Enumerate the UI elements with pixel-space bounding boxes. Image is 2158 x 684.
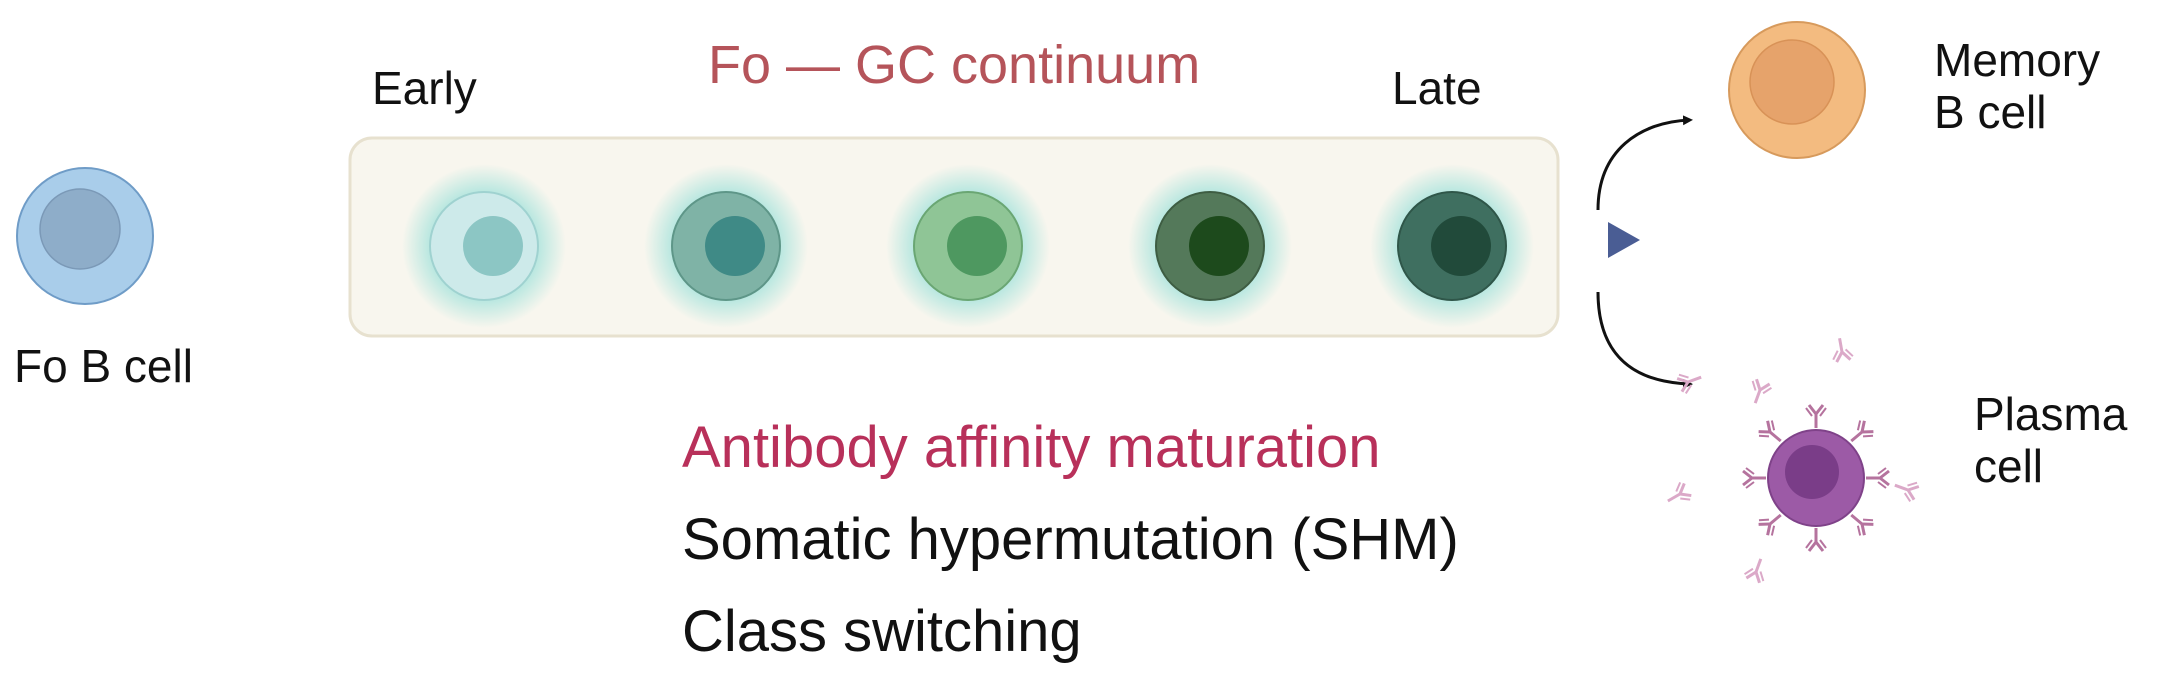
label-late: Late (1392, 62, 1482, 114)
process-class-switching: Class switching (682, 599, 1082, 664)
branch-arrow-memory-icon (1596, 115, 1693, 211)
plasma-cell-icon (1661, 334, 1922, 586)
label-plasma-line1: Plasma (1974, 388, 2128, 440)
branch-arrow-plasma-icon (1596, 291, 1693, 389)
process-affinity-maturation: Antibody affinity maturation (682, 415, 1381, 480)
gc-cell-4-icon (1128, 164, 1292, 328)
continuum-arrow (160, 222, 1640, 258)
fo-b-cell-icon (16, 167, 154, 305)
gc-cell-5-icon (1370, 164, 1534, 328)
gc-cell-3-icon (886, 164, 1050, 328)
label-plasma-line2: cell (1974, 440, 2044, 492)
label-memory-line2: B cell (1934, 86, 2047, 138)
label-memory-b-cell: Memory B cell (1934, 34, 2100, 138)
memory-b-cell-icon (1728, 21, 1866, 159)
gc-cell-1-icon (402, 164, 566, 328)
label-memory-line1: Memory (1934, 34, 2101, 86)
gc-cell-2-icon (644, 164, 808, 328)
diagram-title: Fo — GC continuum (708, 35, 1201, 95)
label-plasma-cell: Plasma cell (1974, 388, 2127, 492)
process-shm: Somatic hypermutation (SHM) (682, 507, 1459, 572)
label-fo-b-cell: Fo B cell (14, 340, 193, 392)
label-early: Early (372, 62, 477, 114)
